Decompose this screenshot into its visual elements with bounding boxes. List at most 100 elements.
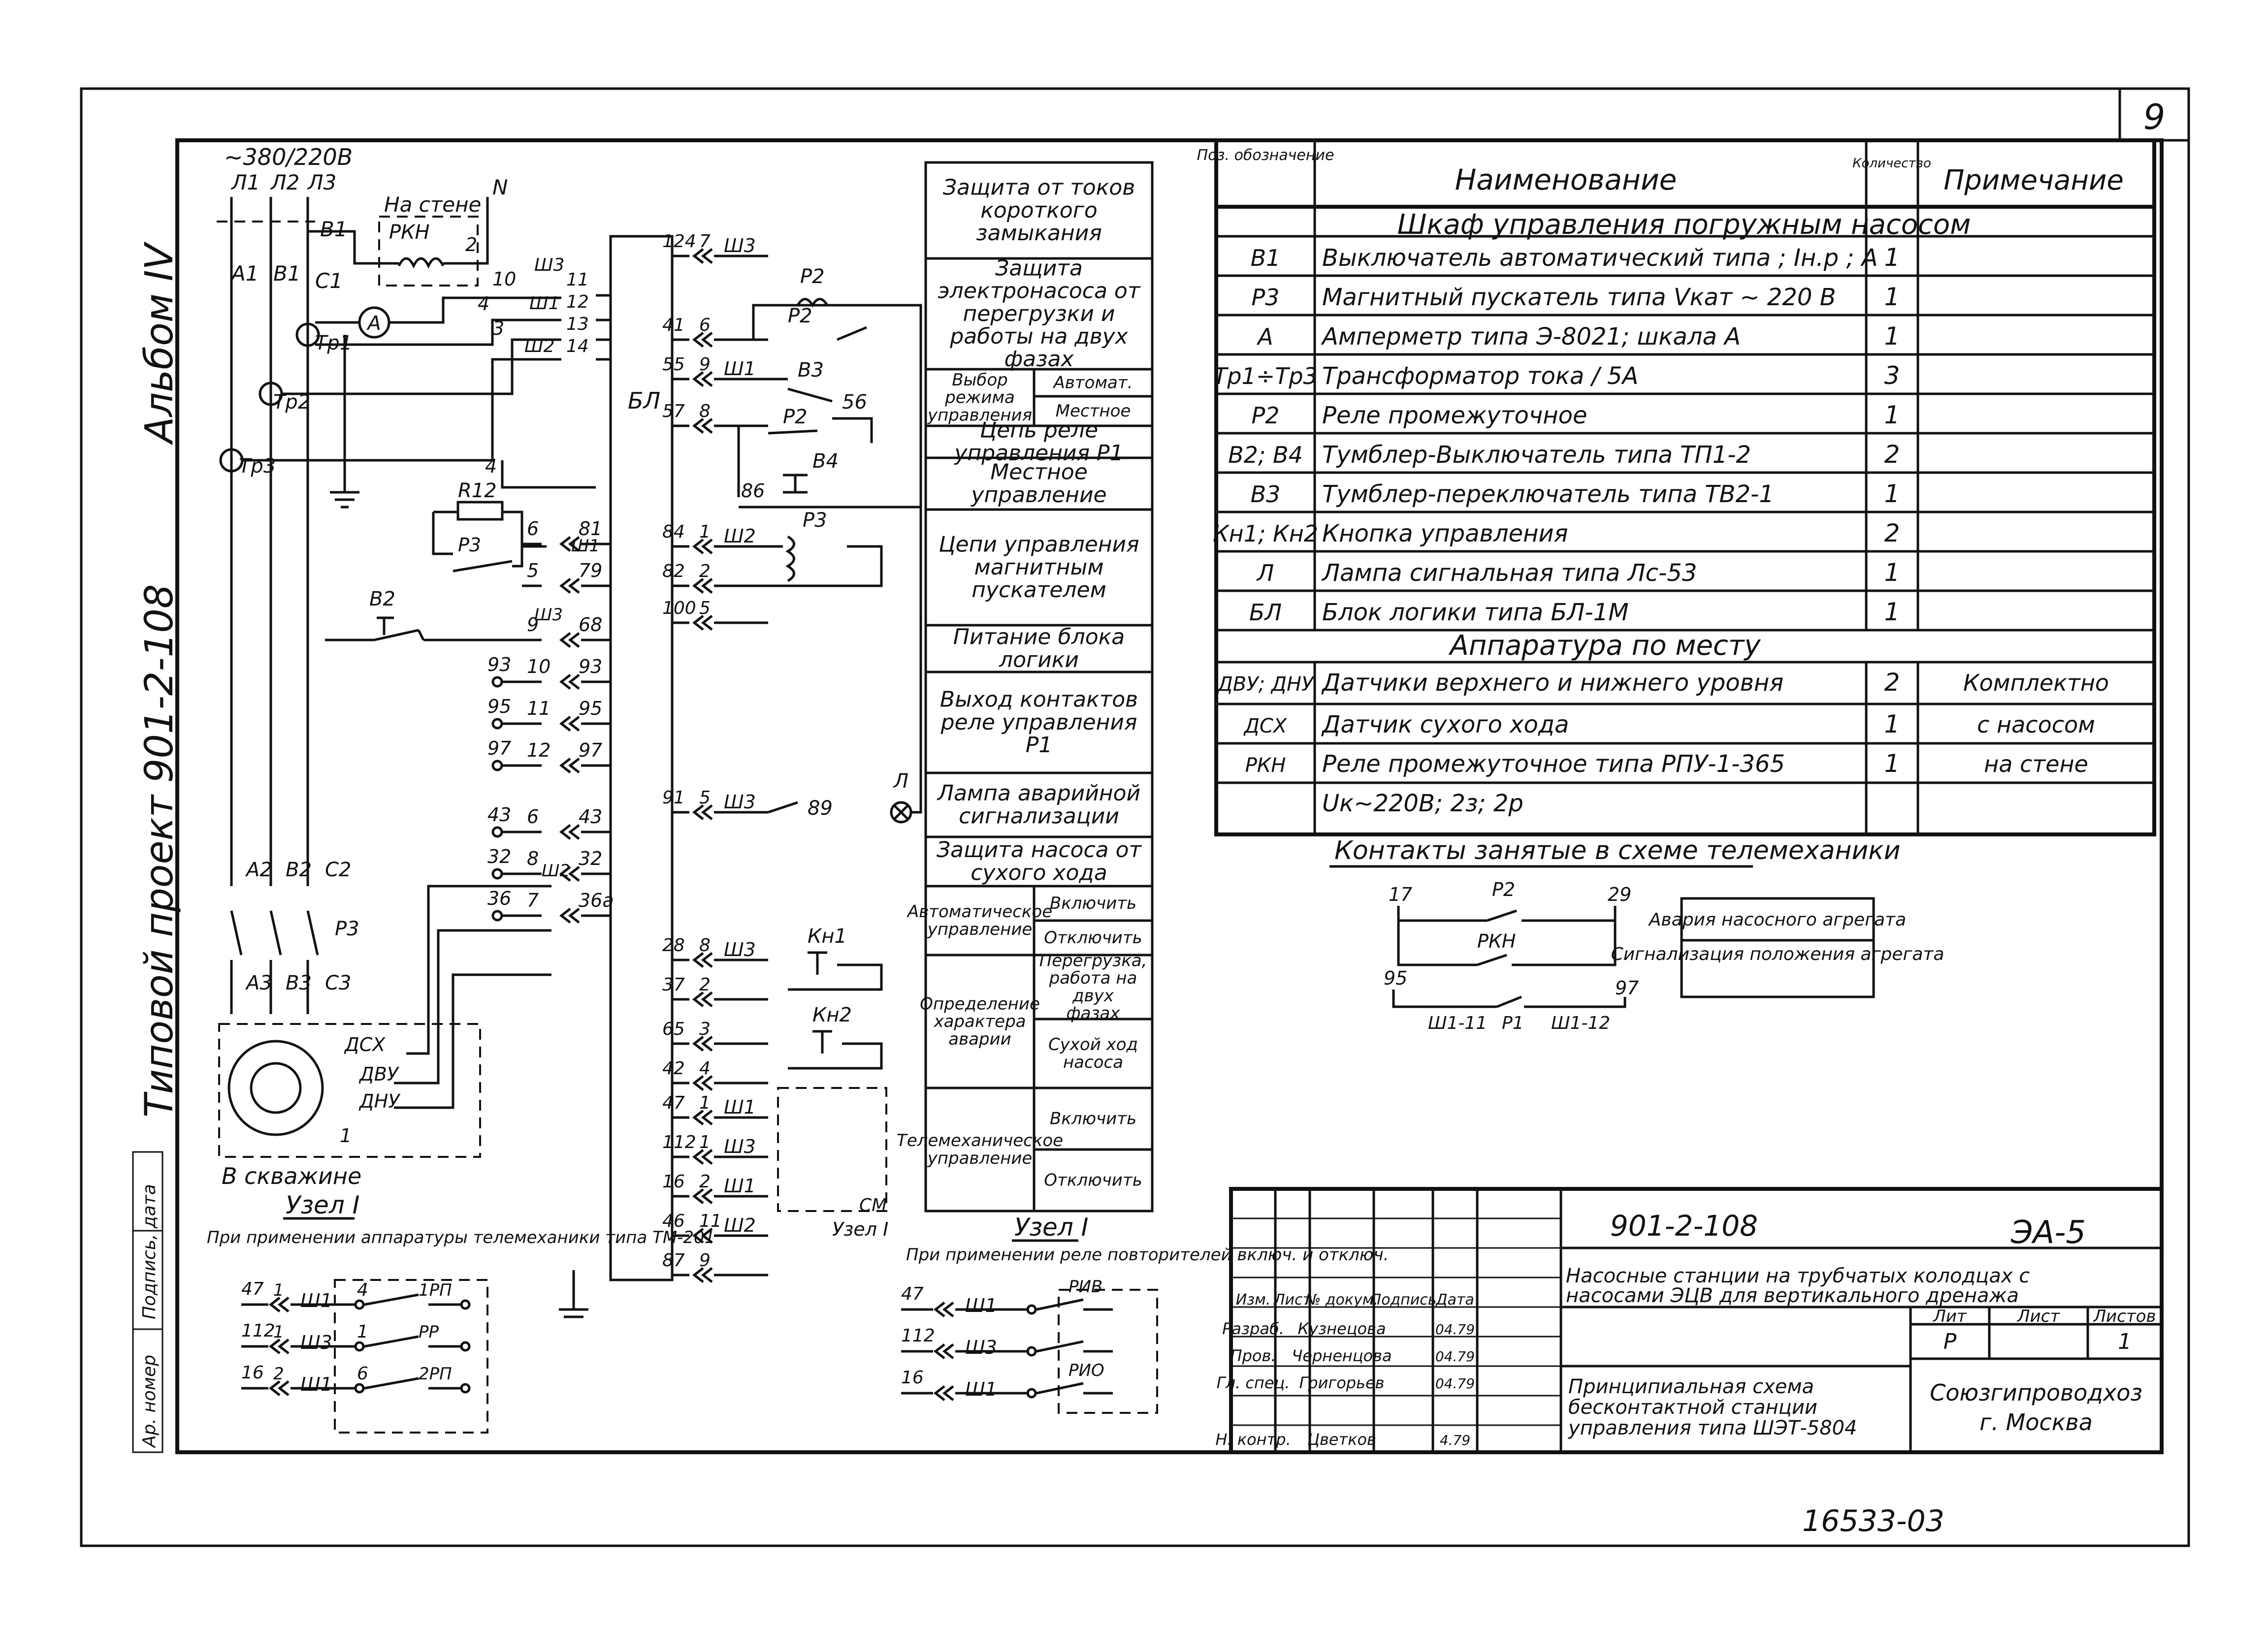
left-row-term: 97 bbox=[579, 739, 602, 761]
right-row-conn: 6 bbox=[699, 315, 711, 335]
right-row-conn: 1 bbox=[699, 1093, 711, 1113]
logic-block-label: БЛ bbox=[628, 387, 660, 414]
title-staff-date: 4.79 bbox=[1440, 1432, 1470, 1448]
node1-left-num: 112 bbox=[241, 1321, 275, 1341]
bom-row-qty: 1 bbox=[1884, 598, 1900, 626]
bom-row2-name: Датчики верхнего и нижнего уровня bbox=[1321, 669, 1783, 697]
right-row-conn: 2 bbox=[699, 1172, 711, 1192]
title-col-header: Лист bbox=[1273, 1291, 1312, 1309]
right-row-num: 87 bbox=[662, 1250, 685, 1271]
left-row-term: 93 bbox=[579, 656, 602, 677]
telemech-labels-box bbox=[1680, 897, 1875, 998]
left-conn-label: Ш3 bbox=[534, 605, 563, 625]
left-row-node: 43 bbox=[487, 804, 511, 826]
tm-node-17: 17 bbox=[1389, 884, 1412, 905]
right-row-num: 37 bbox=[662, 975, 685, 995]
conn-sh2-top: Ш2 bbox=[524, 336, 554, 356]
bom-row2-name: Датчик сухого хода bbox=[1321, 711, 1569, 738]
r12-label: R12 bbox=[458, 479, 497, 502]
telemech-label-alarm: Авария насосного агрегата bbox=[1648, 910, 1906, 930]
term-11: 11 bbox=[566, 270, 589, 290]
starter-p3-coil-label: Р3 bbox=[803, 509, 827, 532]
wire-3: 3 bbox=[492, 318, 504, 339]
node1-left-relay: 2РП bbox=[419, 1364, 452, 1384]
right-row-connector: Ш2 bbox=[724, 1214, 756, 1236]
left-row-term: 81 bbox=[579, 518, 602, 540]
bom-row-name: Лампа сигнальная типа Лс-53 bbox=[1321, 559, 1697, 587]
right-row-connector: Ш1 bbox=[724, 1096, 756, 1118]
title-col-header: Изм. bbox=[1236, 1291, 1271, 1309]
title-staff-role: Пров. bbox=[1231, 1346, 1276, 1365]
sensor-dvu: ДВУ bbox=[358, 1063, 400, 1085]
node1-left-conn: 1 bbox=[273, 1280, 284, 1300]
right-row-num: 124 bbox=[662, 231, 696, 252]
node1-left-term: 1 bbox=[357, 1322, 368, 1342]
right-row-connector: Ш2 bbox=[724, 525, 756, 547]
left-row-term: 43 bbox=[579, 806, 602, 828]
terminal-a3: А3 bbox=[245, 972, 272, 994]
bom-row-qty: 1 bbox=[1884, 283, 1900, 311]
title-main: Насосные станции на трубчатых колодцах с… bbox=[1566, 1265, 2030, 1307]
stamp-archive-number: Ар. номер bbox=[139, 1355, 160, 1448]
right-row-conn: 7 bbox=[699, 231, 711, 252]
node1-mid-connector: Ш1 bbox=[965, 1295, 997, 1316]
ct-tr1: Тр1 bbox=[315, 332, 352, 354]
bom-row-qty: 1 bbox=[1884, 322, 1900, 351]
bom-row-pos: В2; В4 bbox=[1228, 442, 1303, 468]
bom-row-name: Тумблер-переключатель типа ТВ2-1 bbox=[1322, 480, 1774, 508]
title-lit-value: Р bbox=[1944, 1329, 1957, 1354]
right-row-conn: 4 bbox=[699, 1058, 711, 1079]
node-56-label: 56 bbox=[842, 391, 867, 414]
node1-mid-title: Узел I bbox=[1014, 1213, 1088, 1242]
title-lit-header: Лит bbox=[1932, 1307, 1967, 1326]
node-86-label: 86 bbox=[741, 480, 765, 502]
right-row-conn: 8 bbox=[699, 935, 711, 956]
node1-left-num: 16 bbox=[241, 1363, 264, 1383]
wire-4: 4 bbox=[478, 293, 489, 315]
bom-row2-qty: 1 bbox=[1884, 749, 1900, 778]
terminal-c2: С2 bbox=[325, 859, 351, 881]
right-row-conn: 9 bbox=[699, 354, 711, 375]
supply-label: ~380/220В bbox=[224, 144, 353, 170]
title-staff-date: 04.79 bbox=[1435, 1321, 1475, 1338]
rkn-terminal-2: 2 bbox=[465, 234, 477, 255]
bom-row-name: Трансформатор тока / 5А bbox=[1322, 362, 1638, 390]
right-row-conn: 5 bbox=[699, 598, 711, 618]
title-col-header: Подпись bbox=[1370, 1291, 1437, 1309]
right-row-conn: 3 bbox=[699, 1019, 711, 1039]
terminal-a1: А1 bbox=[230, 261, 259, 286]
node-89-label: 89 bbox=[808, 797, 833, 820]
rkn-box bbox=[378, 216, 479, 287]
node1-left-connector: Ш1 bbox=[300, 1373, 332, 1395]
wire-4b: 4 bbox=[485, 455, 497, 477]
n-label: N bbox=[492, 175, 508, 199]
term-13: 13 bbox=[566, 314, 589, 334]
function-block-label: Местное bbox=[1056, 401, 1131, 421]
right-row-conn: 1 bbox=[699, 522, 711, 542]
function-block-label: Автомат. bbox=[1052, 373, 1133, 393]
bom-row-pos: Л bbox=[1256, 560, 1274, 586]
bom-row-name: Амперметр типа Э-8021; шкала А bbox=[1321, 323, 1741, 351]
rkn-label: РКН bbox=[389, 221, 430, 244]
relay-p2-coil-label: Р2 bbox=[800, 265, 825, 288]
conn-sh1-top: Ш1 bbox=[529, 293, 559, 314]
bom-row-name: Выключатель автоматический типа ; Iн.р ;… bbox=[1322, 244, 1878, 272]
ground-num: 1 bbox=[340, 1125, 352, 1147]
right-row-conn: 11 bbox=[699, 1211, 722, 1231]
node1-mid-connector: Ш3 bbox=[965, 1337, 997, 1358]
function-block-label: Отключить bbox=[1044, 928, 1142, 948]
left-row-node: 36 bbox=[487, 888, 511, 909]
